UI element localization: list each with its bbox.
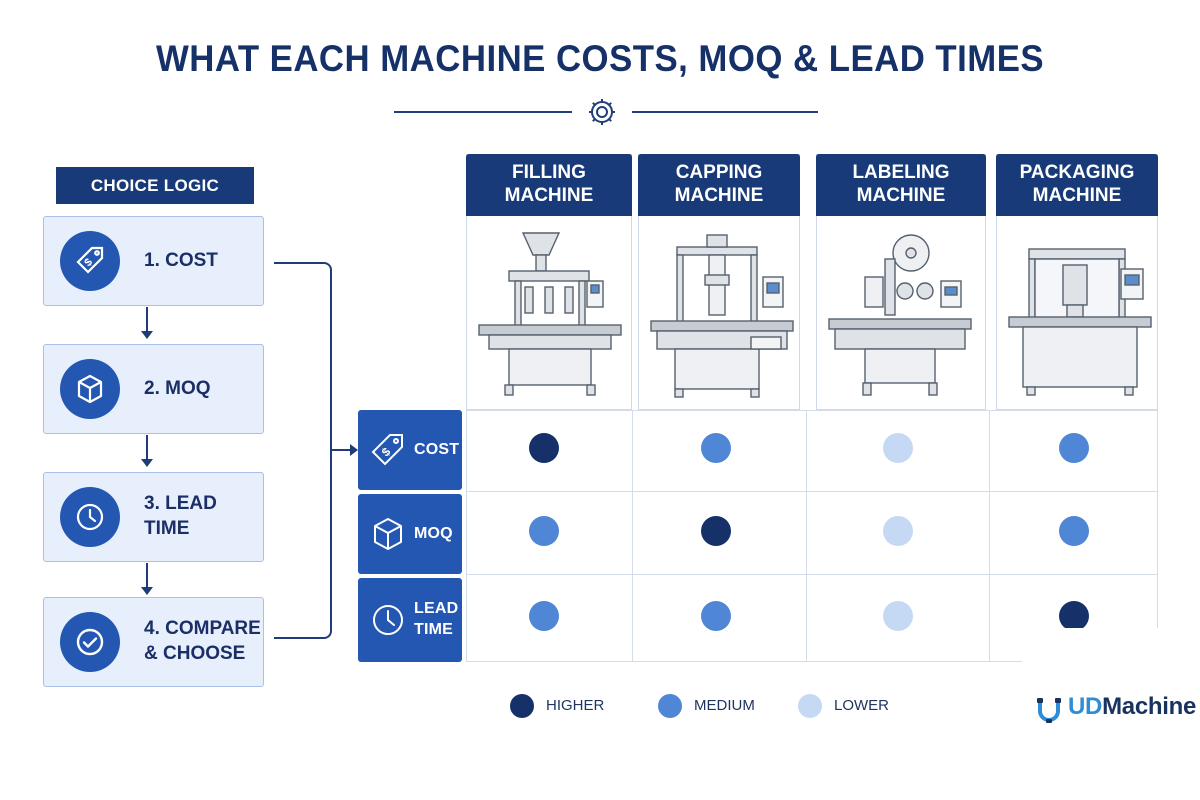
legend-swatch-medium [658,694,682,718]
flow-bracket [274,262,332,639]
step-compare-choose: 4. COMPARE & CHOOSE [43,597,264,687]
clock-icon [373,605,403,635]
price-tag-icon: $ [60,231,120,291]
packaging-machine-icon [1008,248,1152,396]
flow-arrow [141,307,153,339]
clock-icon [60,487,120,547]
criteria-row-lead-time: LEAD TIME [358,578,462,662]
logo-panel [1022,628,1200,800]
step-moq: 2. MOQ [43,344,264,434]
rating-dot-medium [1059,433,1089,463]
criteria-label: LEAD TIME [414,600,459,638]
machine-header: CAPPING MACHINE [638,154,800,216]
step-label: 1. COST [144,249,218,271]
machine-column-filling: FILLING MACHINE [466,154,632,410]
machine-column-labeling: LABELING MACHINE [816,154,986,410]
step-label: 4. COMPARE & CHOOSE [144,618,261,664]
flow-arrow [332,444,358,456]
legend-swatch-lower [798,694,822,718]
choice-logic-header: CHOICE LOGIC [56,167,254,204]
criteria-label: MOQ [414,524,453,542]
rating-dot-medium [701,433,731,463]
box-icon [374,518,402,550]
filling-machine-icon [478,232,622,396]
legend-swatch-higher [510,694,534,718]
step-label: 3. LEAD TIME [144,493,217,539]
rating-dot-lower [883,601,913,631]
gear-icon [589,99,615,125]
machine-column-capping: CAPPING MACHINE [638,154,800,410]
rating-dot-lower [883,516,913,546]
grid-divider [632,410,633,662]
rating-dot-higher [529,433,559,463]
labeling-machine-icon [828,234,972,396]
title-divider-right [632,111,818,113]
page-title: WHAT EACH MACHINE COSTS, MOQ & LEAD TIME… [155,38,1045,79]
brand-gear-icon [1037,698,1061,723]
legend-label-lower: LOWER [834,697,890,714]
rating-dot-medium [701,601,731,631]
flow-arrow [141,563,153,595]
rating-dot-medium [529,601,559,631]
comparison-grid [466,410,1158,662]
grid-divider [806,410,807,662]
rating-dot-medium [529,516,559,546]
check-circle-icon [60,612,120,672]
criteria-row-cost: $ COST [358,410,462,490]
rating-dot-higher [1059,601,1089,631]
box-icon [60,359,120,419]
legend-label-medium: MEDIUM [694,697,755,714]
step-cost: $ 1. COST [43,216,264,306]
step-lead-time: 3. LEAD TIME [43,472,264,562]
rating-dot-higher [701,516,731,546]
price-tag-icon: $ [371,434,403,466]
machine-header: FILLING MACHINE [466,154,632,216]
capping-machine-icon [650,234,794,398]
brand-logo: UDMachine [1068,693,1197,720]
flow-arrow [141,435,153,467]
title-divider-left [394,111,572,113]
criteria-row-moq: MOQ [358,494,462,574]
machine-header: PACKAGING MACHINE [996,154,1158,216]
grid-divider [466,574,1158,575]
step-label: 2. MOQ [144,377,211,399]
legend-label-higher: HIGHER [546,697,605,714]
grid-divider [989,410,990,662]
machine-column-packaging: PACKAGING MACHINE [996,154,1158,410]
rating-dot-medium [1059,516,1089,546]
machine-header: LABELING MACHINE [816,154,986,216]
criteria-label: COST [414,440,460,458]
rating-dot-lower [883,433,913,463]
grid-divider [466,491,1158,492]
